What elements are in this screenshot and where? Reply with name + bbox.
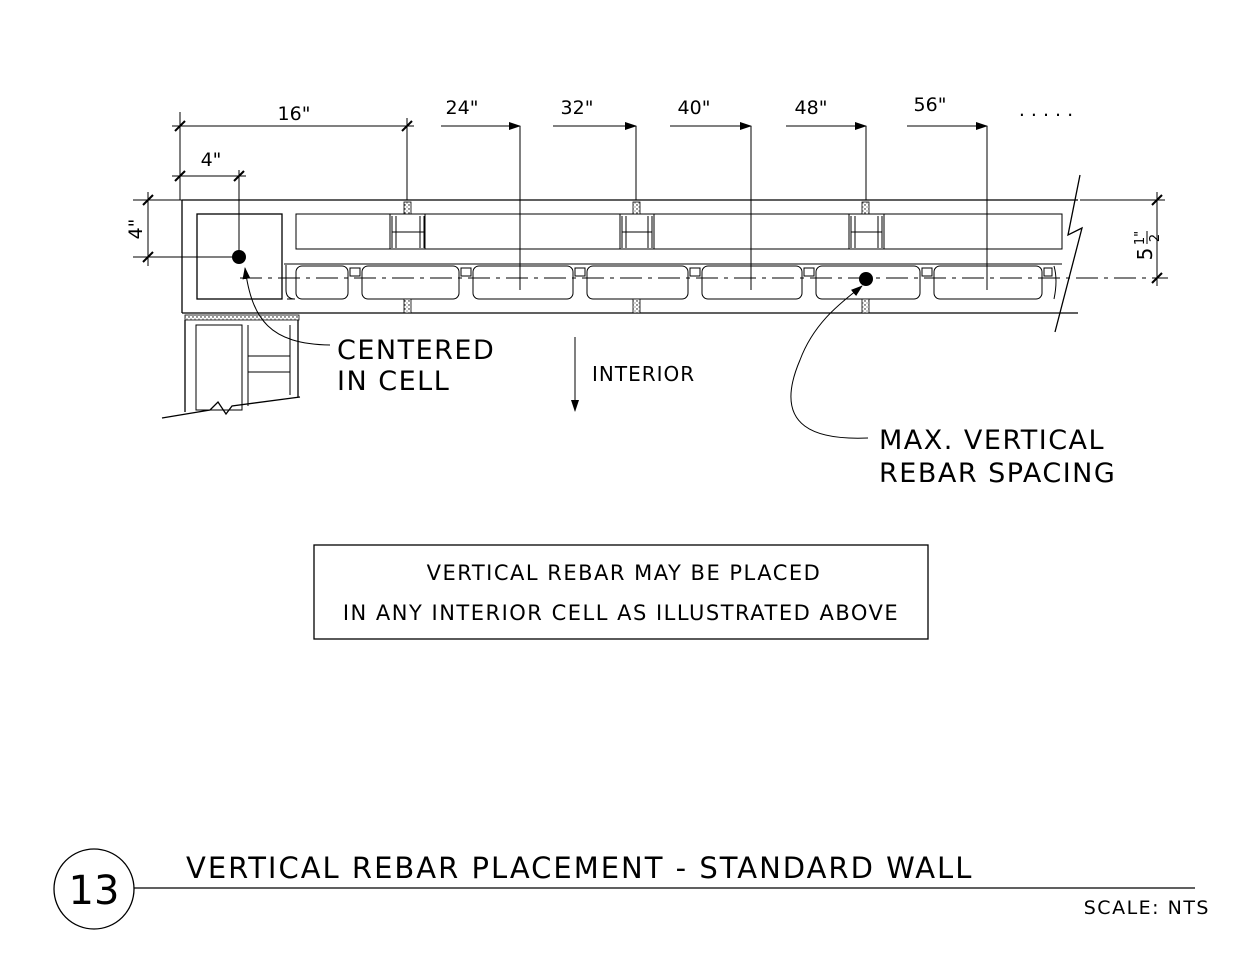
spacing-lines (238, 118, 988, 290)
dim-side-left: 4" (125, 219, 147, 240)
detail-number-circle (53, 848, 135, 930)
wall-plan (161, 118, 1168, 419)
dim-40: 40" (678, 97, 711, 119)
block-web-ties (391, 216, 883, 248)
dim-32: 32" (561, 97, 594, 119)
drawing-title: VERTICAL REBAR PLACEMENT - STANDARD WALL (186, 851, 973, 885)
dim-side-right: 5 1" 2 (1133, 231, 1163, 261)
dim-side-right-den: 2 (1148, 234, 1163, 242)
perpendicular-wall (161, 320, 301, 419)
detail-number: 13 (69, 868, 120, 914)
dim-continuation: . . . . . (1019, 99, 1073, 121)
mortar-joints (184, 201, 870, 321)
scale-label: SCALE: NTS (1084, 897, 1210, 919)
dim-side-right-whole: 5 (1133, 248, 1157, 261)
title-block: 13 VERTICAL REBAR PLACEMENT - STANDARD W… (53, 848, 1210, 930)
rebar-max-spacing (859, 272, 873, 286)
leader-lines (242, 267, 869, 439)
callout-interior: INTERIOR (592, 362, 695, 386)
dimension-lines (133, 112, 1165, 286)
block-cells (285, 265, 1057, 300)
callout-max-line1: MAX. VERTICAL (879, 425, 1105, 456)
callout-centered-line1: CENTERED (337, 335, 495, 366)
callout-max-line2: REBAR SPACING (879, 458, 1116, 489)
dim-cell-offset: 4" (201, 149, 222, 171)
dim-side-right-num: 1" (1133, 231, 1148, 245)
note-box: VERTICAL REBAR MAY BE PLACED IN ANY INTE… (313, 544, 929, 640)
dim-24: 24" (446, 97, 479, 119)
dim-48: 48" (795, 97, 828, 119)
dim-56: 56" (914, 94, 947, 116)
rebar-corner-cell (232, 250, 246, 264)
callout-centered-line2: IN CELL (337, 366, 450, 397)
note-line2: IN ANY INTERIOR CELL AS ILLUSTRATED ABOV… (343, 601, 899, 625)
dim-16: 16" (278, 103, 311, 125)
note-line1: VERTICAL REBAR MAY BE PLACED (427, 561, 822, 585)
